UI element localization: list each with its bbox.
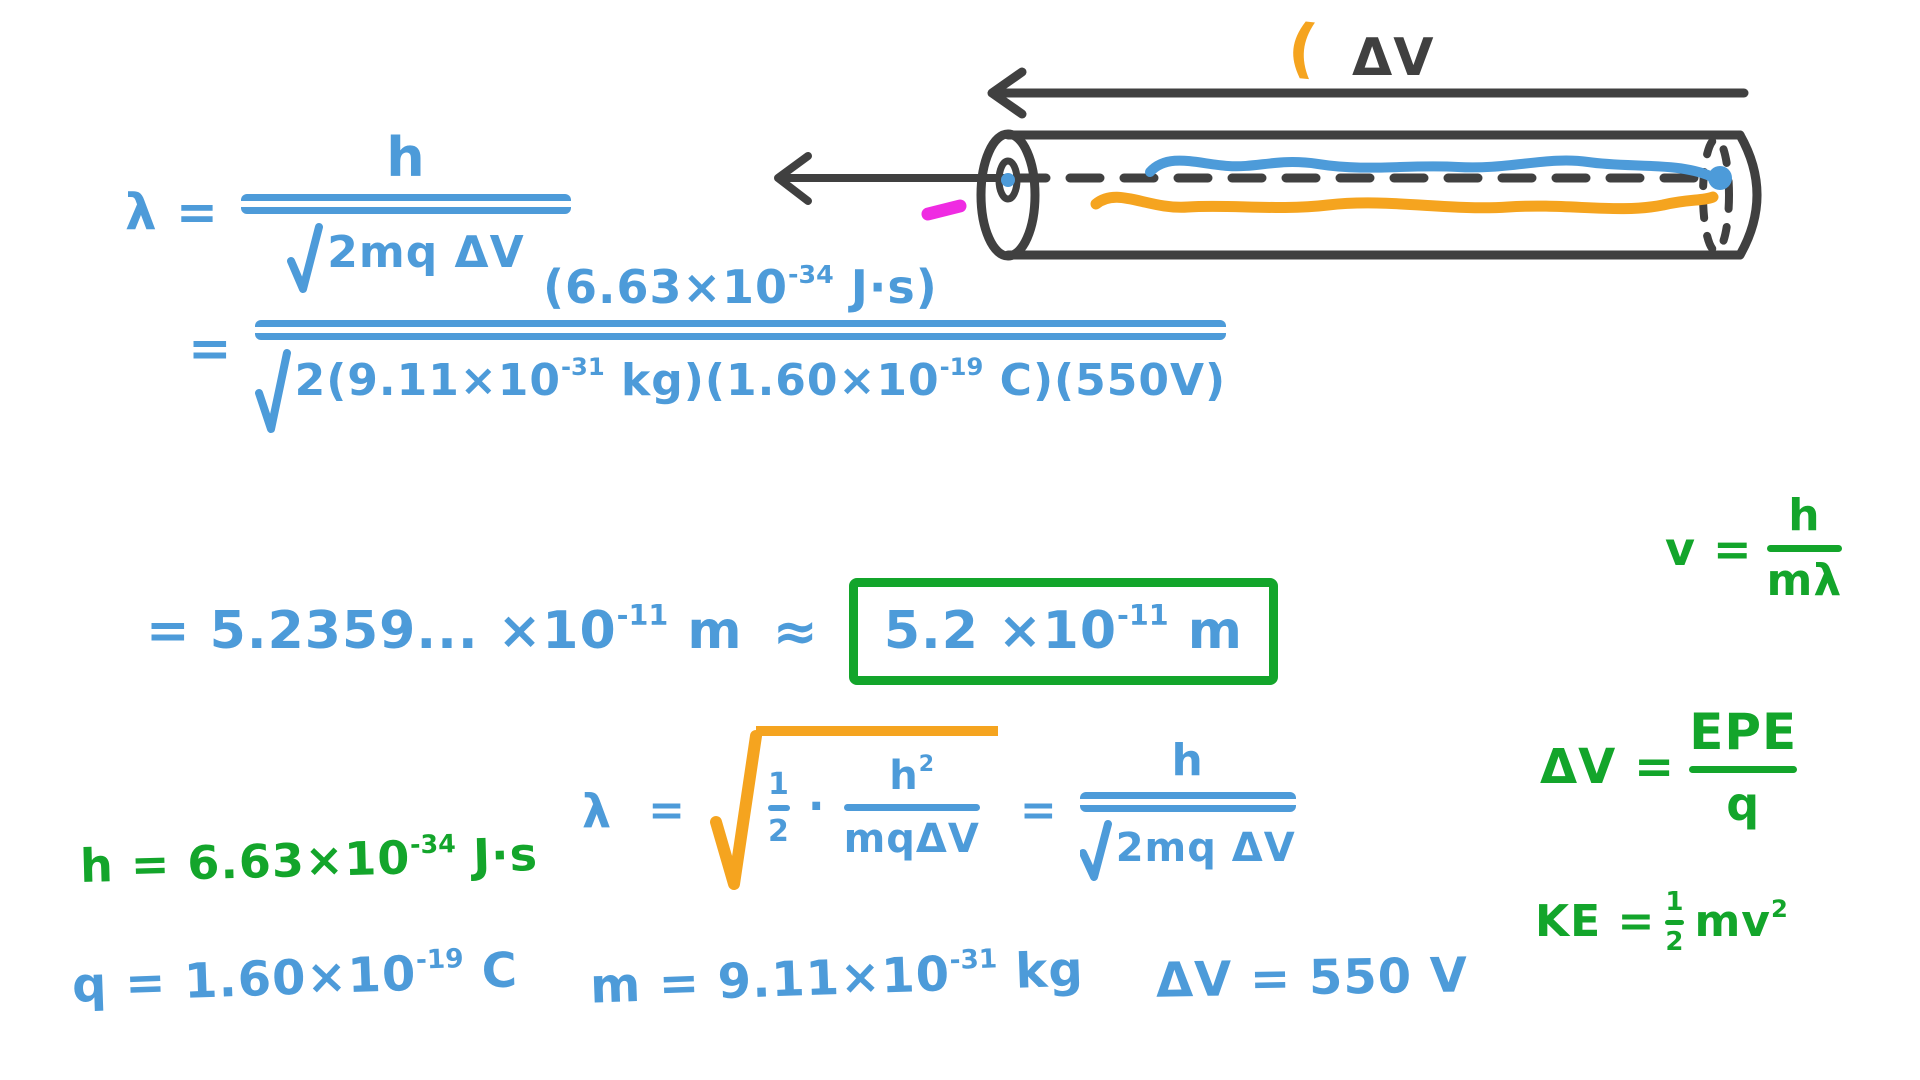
eq2-denominator: 2(9.11×10-31 kg)(1.60×10-19 C)(550V) [254,347,1227,437]
fraction-bar [1689,766,1798,773]
note-dv-numerator: EPE [1689,703,1798,761]
fraction-bar [767,804,790,811]
eq4-rhs-denominator: 2mq ΔV [1079,819,1296,885]
eq3-result: = 5.2359... ×10-11 m ≈ 5.2 ×10-11 m [146,578,1278,686]
multiplication-dot: · [807,781,826,833]
half-numerator: 1 [1665,887,1685,917]
radical-sign-orange [709,730,762,890]
measure-arrowhead [987,67,1027,119]
h-squared: h2 [889,752,935,799]
magenta-mark [921,199,967,221]
radical-sign [254,348,291,433]
eq1-numerator: h [386,126,426,189]
eq1-lhs: λ = [125,183,219,242]
fraction-bar [843,804,980,811]
eq4-rhs-numerator: h [1171,734,1204,786]
given-mass: m = 9.11×10-31 kg [589,941,1085,1015]
note-ke-mv2: mv2 [1694,894,1788,947]
eq4-derivation: λ = 1 2 · h2 mqΔV = h [582,726,1296,896]
answer-box: 5.2 ×10-11 m [848,578,1278,686]
eq4-lhs: λ [582,783,613,838]
note-dv-lhs: ΔV = [1540,738,1676,795]
eq4-equals: = [648,784,686,836]
approx-symbol: ≈ [772,599,819,663]
radical-sign [287,223,324,294]
eq1-denominator: 2mq ΔV [287,221,524,297]
eq2-numerator: (6.63×10-34 J·s) [542,259,938,314]
eq2-substitution: = (6.63×10-34 J·s) 2(9.11×10-31 kg)(1.60… [188,259,1227,437]
note-v-lhs: v = [1665,521,1753,576]
note-velocity-formula: v = h mλ [1665,490,1843,607]
givens-row: q = 1.60×10-19 C m = 9.11×10-31 kg ΔV = … [71,941,1469,1014]
fraction-bar [1079,792,1296,813]
exit-arrowhead [774,152,812,205]
boxed-answer: 5.2 ×10-11 m [883,598,1243,661]
note-ke-half: 1 2 [1665,887,1685,957]
electron-dot-left [1001,173,1015,187]
note-dv-denominator: q [1726,777,1761,831]
tube-right-face-dashed [1699,135,1733,255]
eq4-rhs-radicand: 2mq ΔV [1115,825,1296,872]
note-voltage-formula: ΔV = EPE q [1540,703,1798,831]
note-dv-fraction: EPE q [1689,703,1798,831]
half-denominator: 2 [1665,926,1685,957]
one-half-fraction: 1 2 [767,766,790,849]
eq2-fraction: (6.63×10-34 J·s) 2(9.11×10-31 kg)(1.60×1… [254,259,1227,437]
mqdv-denominator: mqΔV [843,816,980,862]
half-numerator: 1 [767,766,790,802]
half-denominator: 2 [767,813,790,849]
tube-right-cap [1735,130,1762,260]
given-voltage: ΔV = 550 V [1155,947,1469,1009]
given-charge: q = 1.60×10-19 C [71,942,519,1014]
note-planck-constant: h = 6.63×10-34 J·s [79,827,539,893]
fraction-bar [254,319,1227,340]
electron-wave-orange [1090,191,1719,215]
fraction-bar [1665,919,1685,925]
note-v-denominator: mλ [1766,555,1843,607]
delta-v-label: ΔV [1352,28,1435,88]
tube-left-face [976,129,1040,261]
note-h-value: h = 6.63×10-34 J·s [79,827,539,893]
eq3-value: = 5.2359... ×10-11 m [146,598,743,661]
eq1-de-broglie-formula: λ = h 2mq ΔV [125,128,571,297]
note-ke-lhs: KE = [1535,895,1656,947]
eq4-equals2: = [1019,784,1058,836]
electron-tube-diagram [774,67,1762,261]
eq4-radical-group: 1 2 · h2 mqΔV [708,726,998,896]
fraction-bar [1766,545,1843,553]
radical-sign [1079,820,1112,882]
electron-dot-right [1708,166,1732,190]
fraction-bar [240,194,571,215]
eq1-fraction: h 2mq ΔV [240,126,571,297]
eq4-rhs-fraction: h 2mq ΔV [1079,734,1296,885]
note-v-numerator: h [1788,490,1821,541]
eq2-radicand: 2(9.11×10-31 kg)(1.60×10-19 C)(550V) [294,353,1227,406]
eq1-radicand: 2mq ΔV [327,227,525,279]
h2-over-mqdv-fraction: h2 mqΔV [843,752,980,862]
note-v-fraction: h mλ [1766,490,1843,607]
eq4-radicand: 1 2 · h2 mqΔV [755,726,998,865]
note-kinetic-energy-formula: KE = 1 2 mv2 [1535,888,1788,956]
eq2-equals: = [188,318,233,379]
electron-wave-blue [1145,155,1715,181]
